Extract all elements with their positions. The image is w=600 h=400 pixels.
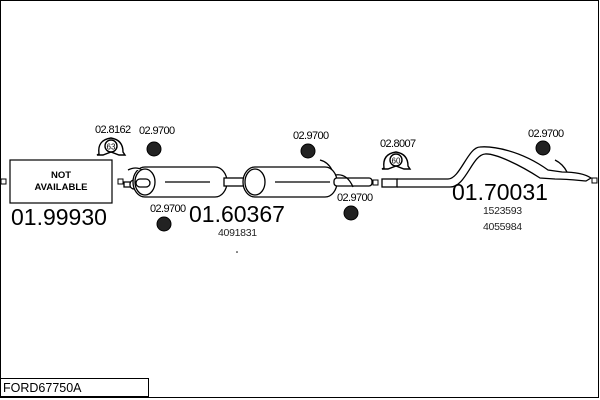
rubber-mount-icon xyxy=(146,141,162,157)
part-code: 01.99930 xyxy=(11,204,107,230)
clamp-icon: 63 xyxy=(96,137,127,156)
rubber-mount-icon xyxy=(343,205,359,221)
accessory-clamp-02-8007[interactable]: 02.8007 60 xyxy=(380,138,417,170)
connector-icon xyxy=(372,179,379,186)
part-code: 01.70031 xyxy=(452,179,548,205)
accessory-code: 02.8007 xyxy=(380,138,416,150)
not-available-line2: AVAILABLE xyxy=(35,182,88,193)
connector-icon xyxy=(591,177,598,184)
accessory-mount-02-9700[interactable]: 02.9700 xyxy=(337,192,374,221)
part-code: 01.60367 xyxy=(189,201,285,227)
part-01-70031[interactable]: 01.70031 1523593 4055984 xyxy=(381,146,593,233)
rubber-mount-icon xyxy=(156,216,172,232)
clamp-icon: 60 xyxy=(381,151,412,170)
accessory-code: 02.8162 xyxy=(95,124,131,136)
dot-mark xyxy=(236,251,238,253)
connector-icon xyxy=(117,178,124,185)
accessory-code: 02.9700 xyxy=(293,130,329,142)
not-available-line1: NOT xyxy=(51,170,71,181)
part-number-label: FORD67750A xyxy=(0,378,149,397)
accessory-code: 02.9700 xyxy=(150,203,186,215)
part-01-60367[interactable]: 01.60367 4091831 xyxy=(123,159,373,239)
oem-number: 4055984 xyxy=(483,221,522,233)
clamp-size: 63 xyxy=(107,143,116,152)
rear-pipe-icon xyxy=(381,146,593,188)
oem-number: 4091831 xyxy=(218,227,257,239)
rubber-mount-icon xyxy=(535,140,551,156)
not-available-box xyxy=(9,159,113,204)
clamp-size: 60 xyxy=(392,157,401,166)
accessory-mount-02-9700[interactable]: 02.9700 xyxy=(293,130,330,159)
connector-icon xyxy=(0,178,7,185)
accessory-mount-02-9700[interactable]: 02.9700 xyxy=(139,125,176,157)
accessory-mount-02-9700[interactable]: 02.9700 xyxy=(528,128,565,156)
silencer-front-icon xyxy=(123,159,373,198)
accessory-code: 02.9700 xyxy=(337,192,373,204)
accessory-clamp-02-8162[interactable]: 02.8162 63 xyxy=(95,124,132,156)
oem-number: 1523593 xyxy=(483,205,522,217)
accessory-code: 02.9700 xyxy=(528,128,564,140)
part-01-99930[interactable]: NOT AVAILABLE 01.99930 xyxy=(9,159,113,230)
accessory-mount-02-9700[interactable]: 02.9700 xyxy=(150,203,187,232)
accessory-code: 02.9700 xyxy=(139,125,175,137)
rubber-mount-icon xyxy=(300,143,316,159)
